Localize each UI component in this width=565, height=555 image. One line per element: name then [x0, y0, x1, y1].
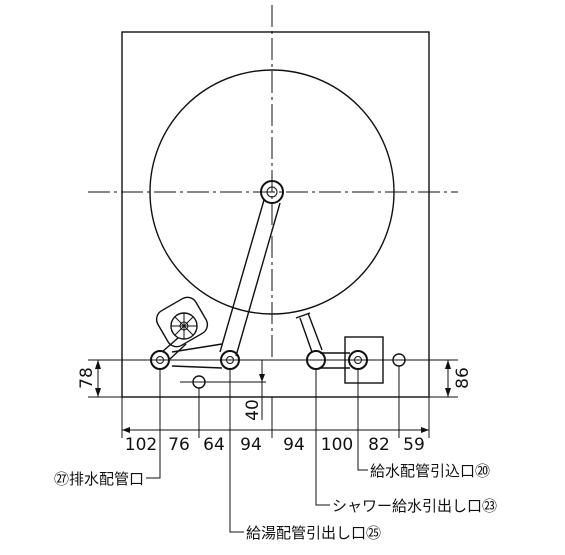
hot-water-leader: [229, 438, 244, 533]
shower-leader: [315, 438, 330, 506]
dim-bottom-label: 76: [168, 435, 190, 455]
hot-water-pipe: [219, 199, 281, 357]
water-supply-inlet-label: 給水配管引込口⑳: [370, 462, 490, 480]
dim-right-height-label: 86: [453, 367, 473, 389]
water-supply-leader: [357, 438, 368, 471]
drain-leader: [146, 438, 161, 479]
connecting-pipe: [171, 343, 223, 369]
dim-left-height-label: 78: [77, 367, 97, 389]
drain-valve: [155, 296, 209, 360]
bottom-dimension-line: [121, 366, 430, 438]
dim-right-height: [429, 359, 458, 398]
dim-bottom-label: 59: [403, 435, 425, 455]
dim-bottom-label: 64: [203, 435, 225, 455]
hot-water-outlet-label: 給湯配管引出し口㉕: [246, 524, 381, 542]
center-fitting: [260, 180, 284, 204]
housing-outline: [121, 31, 430, 398]
dim-below-label: 40: [243, 399, 263, 421]
drain-label: ㉗排水配管口: [54, 470, 144, 488]
dim-left-height: [88, 359, 122, 398]
dim-bottom-label: 100: [321, 435, 353, 455]
dim-bottom-label: 94: [283, 435, 305, 455]
dim-bottom-label: 94: [240, 435, 262, 455]
dim-bottom-label: 82: [368, 435, 390, 455]
shower-pipe: [295, 312, 350, 369]
dim-bottom-label: 102: [125, 435, 157, 455]
shower-water-outlet-label: シャワー給水引出し口㉓: [332, 497, 497, 515]
dim-below: [205, 360, 266, 420]
tank-circle: [149, 69, 395, 315]
